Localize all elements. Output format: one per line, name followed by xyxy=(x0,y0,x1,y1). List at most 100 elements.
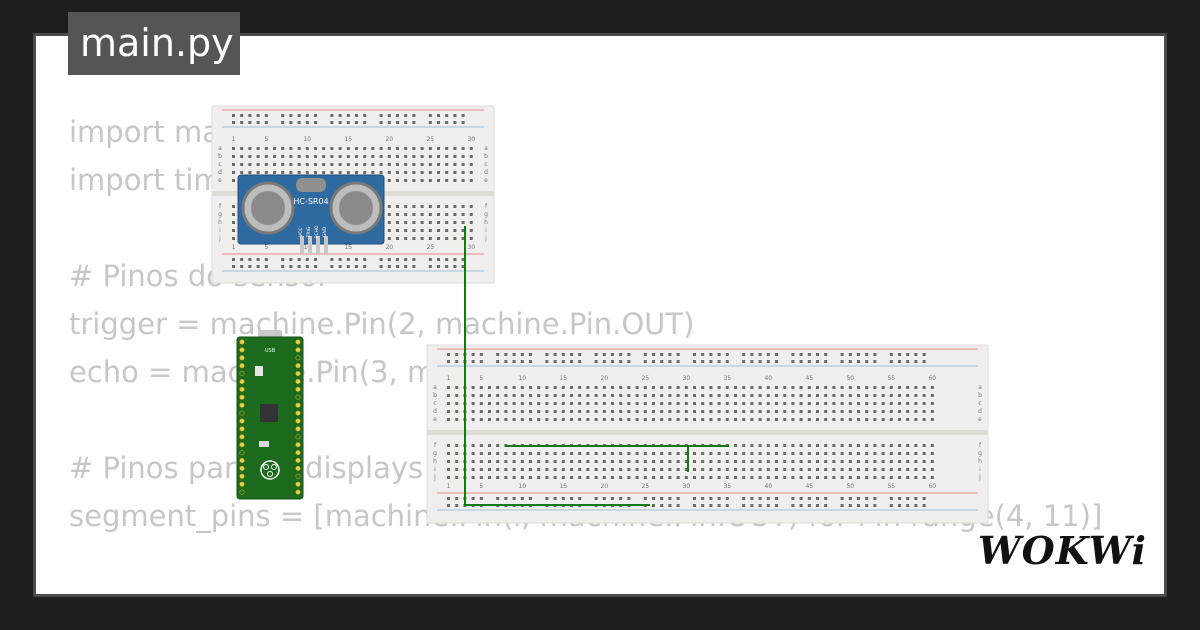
pico-pin-right[interactable] xyxy=(295,378,301,384)
column-label: 10 xyxy=(518,483,526,490)
row-label: j xyxy=(978,474,981,481)
row-label: h xyxy=(484,219,488,226)
row-label: c xyxy=(978,400,981,407)
column-label: 20 xyxy=(385,136,393,143)
pico-pin-left[interactable] xyxy=(239,457,245,463)
row-label: g xyxy=(484,211,488,218)
column-label: 15 xyxy=(344,244,352,251)
pico-pin-right[interactable] xyxy=(295,347,301,353)
row-label: j xyxy=(484,235,487,242)
row-label: f xyxy=(219,203,222,210)
sensor-label: HC-SR04 xyxy=(293,197,328,206)
rp2040-chip xyxy=(260,404,278,422)
row-label: e xyxy=(978,416,982,423)
column-label: 1 xyxy=(232,244,236,251)
pico-pin-left[interactable] xyxy=(239,402,245,408)
row-label: i xyxy=(219,227,221,234)
pico-pin-right[interactable] xyxy=(295,363,301,369)
large-breadboard: 1155101015152020252530303535404045455050… xyxy=(426,344,989,524)
pico-pin-left[interactable] xyxy=(239,347,245,353)
pico-pin-left[interactable] xyxy=(239,442,245,448)
pico-pin-right[interactable] xyxy=(295,394,301,400)
row-label: g xyxy=(433,450,437,457)
column-label: 20 xyxy=(385,244,393,251)
pico-pin-left[interactable] xyxy=(239,371,245,377)
pico-pin-left[interactable] xyxy=(239,465,245,471)
pico-pin-right[interactable] xyxy=(295,442,301,448)
pico-board[interactable]: USB xyxy=(236,330,304,500)
sensor-pin-label: TRIG xyxy=(306,226,312,238)
row-label: d xyxy=(218,169,222,176)
sensor-pin-label: ECHO xyxy=(314,225,320,238)
pico-pin-left[interactable] xyxy=(239,434,245,440)
row-label: i xyxy=(434,466,436,473)
row-label: h xyxy=(978,458,982,465)
sensor-pin[interactable] xyxy=(300,236,304,254)
pico-pin-left[interactable] xyxy=(239,410,245,416)
pico-pin-left[interactable] xyxy=(239,473,245,479)
sensor-pin[interactable] xyxy=(324,236,328,254)
pico-pin-right[interactable] xyxy=(295,434,301,440)
sensor-pin-label: VCC xyxy=(298,227,304,236)
file-tab[interactable]: main.py xyxy=(68,12,240,75)
pico-pin-right[interactable] xyxy=(295,402,301,408)
row-label: d xyxy=(484,169,488,176)
raspberry-logo-icon xyxy=(260,460,280,480)
column-label: 45 xyxy=(805,375,813,382)
row-label: a xyxy=(978,384,982,391)
column-label: 1 xyxy=(447,375,451,382)
pico-pin-left[interactable] xyxy=(239,386,245,392)
column-label: 20 xyxy=(600,483,608,490)
pico-pin-right[interactable] xyxy=(295,410,301,416)
sensor-pin[interactable] xyxy=(316,236,320,254)
pico-pin-right[interactable] xyxy=(295,481,301,487)
pico-pin-right[interactable] xyxy=(295,457,301,463)
row-label: f xyxy=(434,442,437,449)
pico-pin-right[interactable] xyxy=(295,489,301,495)
pico-pin-right[interactable] xyxy=(295,473,301,479)
pico-pin-left[interactable] xyxy=(239,363,245,369)
row-label: h xyxy=(433,458,437,465)
code-line: trigger = machine.Pin(2, machine.Pin.OUT… xyxy=(69,307,695,341)
pico-pin-right[interactable] xyxy=(295,371,301,377)
pico-pin-left[interactable] xyxy=(239,394,245,400)
pico-pin-right[interactable] xyxy=(295,339,301,345)
row-label: a xyxy=(218,145,222,152)
column-label: 30 xyxy=(682,483,690,490)
code-line: import time xyxy=(69,163,240,197)
usb-label: USB xyxy=(265,348,276,354)
row-label: e xyxy=(218,177,222,184)
column-label: 5 xyxy=(264,244,268,251)
column-label: 10 xyxy=(303,136,311,143)
column-label: 5 xyxy=(264,136,268,143)
pico-pin-right[interactable] xyxy=(295,355,301,361)
pico-pin-right[interactable] xyxy=(295,450,301,456)
sensor-pin[interactable] xyxy=(308,236,312,254)
column-label: 30 xyxy=(467,244,475,251)
column-label: 20 xyxy=(600,375,608,382)
pico-pin-left[interactable] xyxy=(239,426,245,432)
wires[interactable] xyxy=(464,226,729,506)
pico-pin-left[interactable] xyxy=(239,355,245,361)
column-label: 5 xyxy=(479,375,483,382)
pico-pin-left[interactable] xyxy=(239,489,245,495)
column-label: 60 xyxy=(928,375,936,382)
column-label: 55 xyxy=(887,375,895,382)
pico-pin-right[interactable] xyxy=(295,418,301,424)
pico-pin-left[interactable] xyxy=(239,378,245,384)
pico-pin-left[interactable] xyxy=(239,450,245,456)
pico-pin-left[interactable] xyxy=(239,339,245,345)
pico-pin-left[interactable] xyxy=(239,418,245,424)
column-label: 10 xyxy=(303,244,311,251)
row-label: b xyxy=(218,153,222,160)
pico-pin-right[interactable] xyxy=(295,465,301,471)
column-label: 50 xyxy=(846,375,854,382)
column-label: 15 xyxy=(559,483,567,490)
transducer-left-mesh xyxy=(251,191,285,225)
pico-pin-right[interactable] xyxy=(295,386,301,392)
pico-pin-left[interactable] xyxy=(239,481,245,487)
pico-pin-right[interactable] xyxy=(295,426,301,432)
column-label: 30 xyxy=(467,136,475,143)
sensor-pin-label: GND xyxy=(322,226,328,237)
